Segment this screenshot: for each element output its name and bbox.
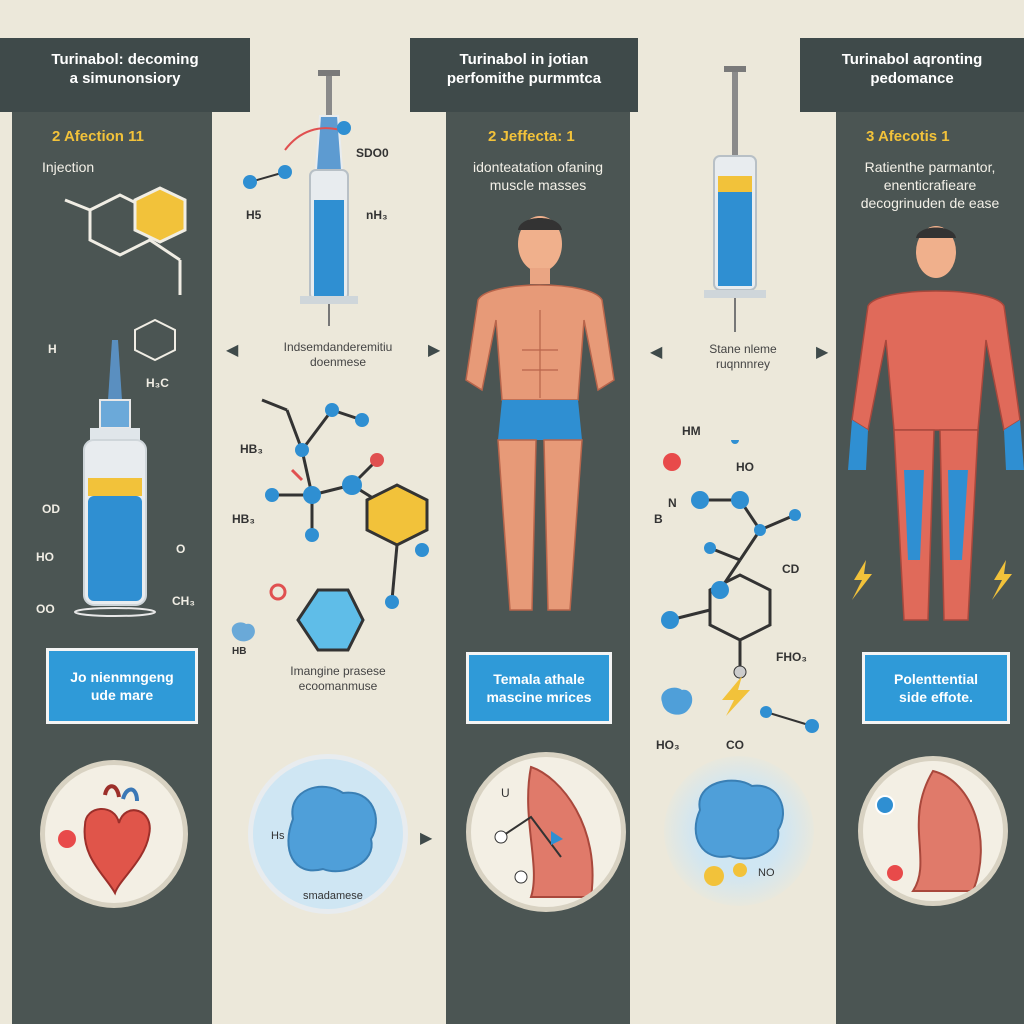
chem-label: OO <box>36 602 55 616</box>
chem-label: O <box>176 542 186 556</box>
circle-label: U <box>501 786 510 800</box>
panel-1-subtitle: Injection <box>42 159 95 175</box>
panel-2-header: Turinabol in jotian perfomithe purmmtca <box>410 38 638 112</box>
chem-label: HB₃ <box>240 442 263 456</box>
chem-label: H <box>48 342 57 356</box>
panel-2-subtitle: idonteatation ofaning muscle masses <box>452 158 624 194</box>
panel-1-step: 2 Afection 11 <box>52 128 144 145</box>
chem-label: HO <box>736 460 754 474</box>
panel-1-label-box: Jo nienmngeng ude mare <box>46 648 198 724</box>
middle-left-text-bottom: Imangine prasese ecoomanmuse <box>250 664 426 694</box>
chem-label: B <box>654 512 663 526</box>
arrow-right-icon: ▶ <box>816 344 829 361</box>
chem-label: H₃C <box>146 376 169 390</box>
anatomy-figure-icon <box>848 226 1024 621</box>
panel-1-molecule-icon <box>64 186 187 362</box>
box-line: side effote. <box>899 689 973 705</box>
small-blob-icon <box>231 622 255 642</box>
arrow-right-icon: ▶ <box>420 830 433 847</box>
muscle-tissue-icon <box>875 769 982 892</box>
syringe-icon <box>300 70 358 326</box>
chem-label: HO₃ <box>656 738 680 752</box>
header-line: Turinabol aqronting <box>841 51 983 68</box>
molecule-icon <box>760 706 819 733</box>
lightning-icon <box>722 676 750 716</box>
cell-blob-icon: Hs smadamese <box>271 785 377 902</box>
panel-3-step: 3 Afecotis 1 <box>866 128 950 145</box>
panel-3-header: Turinabol aqronting pedomance <box>800 38 1024 112</box>
vial-icon <box>74 340 156 617</box>
hexagon-icon <box>269 583 365 652</box>
blob-label: Hs <box>271 830 285 842</box>
box-line: Polenttential <box>893 671 978 687</box>
heart-icon <box>58 784 151 896</box>
subtitle-line: idonteatation ofaning <box>473 159 603 175</box>
text-line: ruqnnnrey <box>715 357 771 371</box>
chem-label: SDO0 <box>356 146 389 160</box>
chem-label: HM <box>682 424 701 438</box>
heart-circle <box>40 760 188 908</box>
panel-2-label-box: Temala athale mascine mrices <box>466 652 612 724</box>
middle-left-text-top: Indsemdanderemitiu doenmese <box>248 340 428 370</box>
chem-label: N <box>668 496 677 510</box>
panel-3-label-box: Polenttential side effote. <box>862 652 1010 724</box>
middle-right-text: Stane nleme ruqnnnrey <box>670 342 816 372</box>
muscle-tissue-icon: U <box>494 765 594 898</box>
panel-3-subtitle: Ratienthe parmantor, enenticrafieare dec… <box>840 158 1020 212</box>
chem-label: HO <box>36 550 54 564</box>
text-line: Imangine prasese <box>290 664 386 678</box>
cell-blob-icon: NO <box>694 779 784 886</box>
subtitle-line: Ratienthe parmantor, <box>864 159 996 175</box>
subtitle-line: decogrinuden de ease <box>860 195 1000 211</box>
chem-label: nH₃ <box>366 208 388 222</box>
chem-label: HB₃ <box>232 512 255 526</box>
text-line: doenmese <box>309 355 367 369</box>
ball-stick-molecule-icon <box>261 398 429 609</box>
header-line: Turinabol: decoming <box>51 51 199 68</box>
header-line: pedomance <box>870 70 954 87</box>
header-line: perfomithe purmmtca <box>446 70 602 87</box>
muscle-circle: U <box>466 752 626 912</box>
chem-label: OD <box>42 502 60 516</box>
subtitle-line: muscle masses <box>489 177 587 193</box>
box-line: Jo nienmngeng <box>70 669 174 685</box>
chem-label: CH₃ <box>172 594 195 608</box>
chem-label: H5 <box>246 208 262 222</box>
blob-caption: smadamese <box>303 890 363 902</box>
cell-blob-circle: NO <box>664 756 814 906</box>
box-line: mascine mrices <box>486 689 592 705</box>
box-line: Temala athale <box>493 671 585 687</box>
molecule-icon <box>243 121 351 189</box>
chem-label: CO <box>726 738 744 752</box>
panel-2-step: 2 Jeffecta: 1 <box>488 128 575 145</box>
chem-label: FHO₃ <box>776 650 807 664</box>
cell-blob-circle: Hs smadamese <box>248 754 408 914</box>
text-line: ecoomanmuse <box>298 679 378 693</box>
small-blob-icon <box>661 687 693 715</box>
side-effect-circle <box>858 756 1008 906</box>
arrow-left-icon: ◀ <box>650 344 663 361</box>
muscular-figure-icon <box>465 216 615 611</box>
text-line: Indsemdanderemitiu <box>283 340 393 354</box>
chem-label: CD <box>782 562 800 576</box>
header-line: a simunonsiory <box>69 70 181 87</box>
chem-label: HB <box>232 646 247 657</box>
syringe-icon <box>704 66 766 332</box>
panel-1-header: Turinabol: decoming a simunonsiory <box>0 38 250 112</box>
arrow-left-icon: ◀ <box>226 342 239 359</box>
chem-label: NO <box>758 867 775 879</box>
subtitle-line: enenticrafieare <box>883 177 977 193</box>
text-line: Stane nleme <box>709 342 777 356</box>
box-line: ude mare <box>90 687 154 703</box>
header-line: Turinabol in jotian <box>459 51 589 68</box>
arrow-right-icon: ▶ <box>428 342 441 359</box>
ball-stick-molecule-icon <box>661 440 801 679</box>
